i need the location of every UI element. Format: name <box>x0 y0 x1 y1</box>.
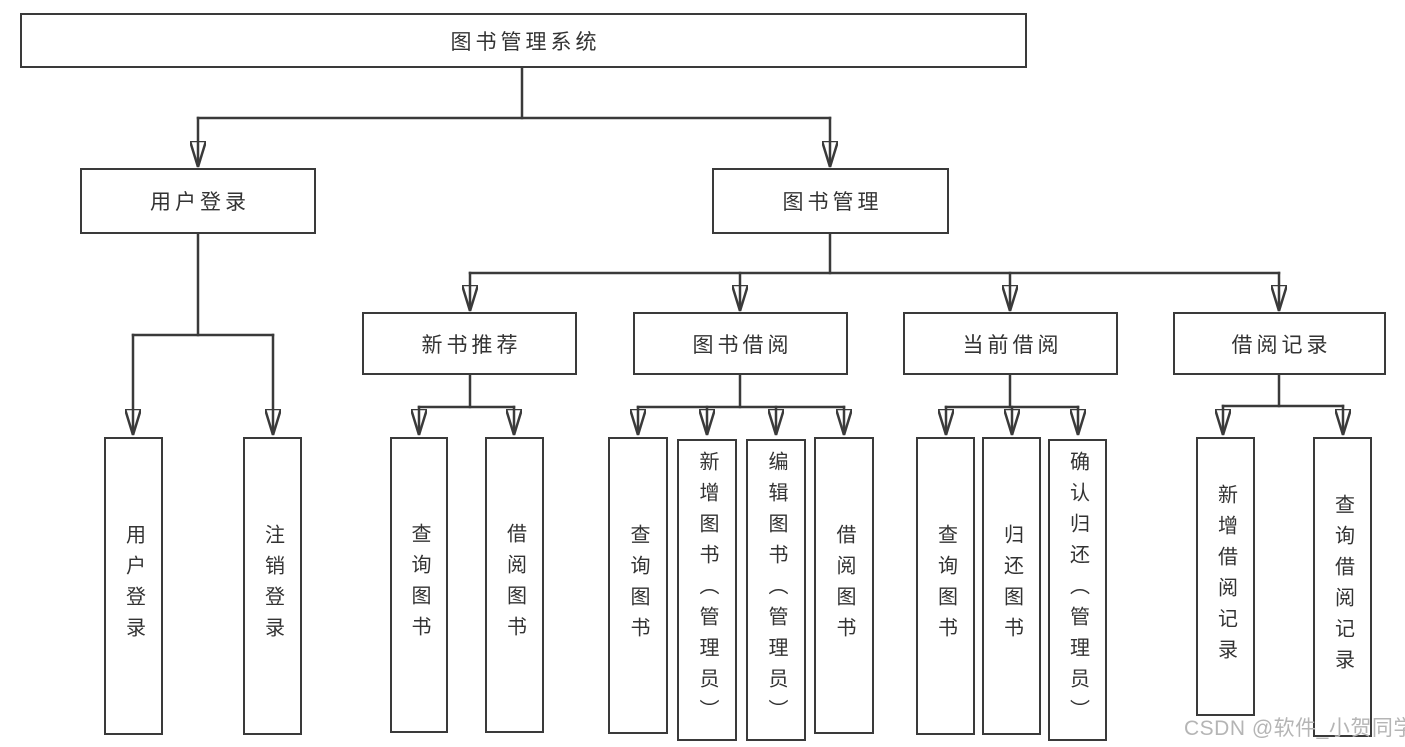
leaf-return-books: 归还图书 <box>982 437 1041 735</box>
node-label: 图书管理系统 <box>450 30 601 54</box>
leaf-label: 注销登录 <box>261 524 284 648</box>
leaf-add-borrow-record: 新增借阅记录 <box>1196 437 1255 716</box>
node-label: 借阅记录 <box>1231 333 1332 357</box>
leaf-label: 编辑图书（管理员） <box>765 450 787 730</box>
leaf-borrow-books: 借阅图书 <box>814 437 874 734</box>
leaf-confirm-return-admin: 确认归还（管理员） <box>1048 439 1107 741</box>
connector-root-to-level2 <box>198 65 830 168</box>
leaf-label: 借阅图书 <box>833 523 855 648</box>
csdn-watermark: CSDN @软件_小贺同学 <box>1184 717 1405 740</box>
leaf-label: 确认归还（管理员） <box>1066 450 1089 730</box>
node-root: 图书管理系统 <box>20 13 1027 68</box>
leaf-label: 查询图书 <box>408 523 430 647</box>
leaf-label: 用户登录 <box>122 524 145 648</box>
node-current-borrowing: 当前借阅 <box>903 312 1118 375</box>
node-borrowing-records: 借阅记录 <box>1173 312 1386 375</box>
leaf-borrow-books-recommend: 借阅图书 <box>485 437 544 733</box>
leaf-query-borrow-record: 查询借阅记录 <box>1313 437 1372 737</box>
node-label: 新书推荐 <box>421 333 522 357</box>
node-label: 图书管理 <box>782 191 883 214</box>
connector-book-borrow-children <box>638 373 844 436</box>
node-book-borrowing: 图书借阅 <box>633 312 848 375</box>
node-label: 当前借阅 <box>962 333 1063 357</box>
leaf-logout: 注销登录 <box>243 437 302 735</box>
leaf-query-books-current: 查询图书 <box>916 437 975 735</box>
connector-user-login-children <box>133 232 273 436</box>
leaf-label: 归还图书 <box>1000 524 1023 648</box>
leaf-edit-books-admin: 编辑图书（管理员） <box>746 439 806 741</box>
node-new-book-recommendation: 新书推荐 <box>362 312 577 375</box>
leaf-user-login: 用户登录 <box>104 437 163 735</box>
leaf-add-books-admin: 新增图书（管理员） <box>677 439 737 741</box>
leaf-label: 查询图书 <box>627 523 649 648</box>
node-book-management: 图书管理 <box>712 168 949 234</box>
leaf-label: 查询借阅记录 <box>1331 494 1354 680</box>
node-user-login: 用户登录 <box>80 168 316 234</box>
connector-new-book-children <box>419 373 514 436</box>
leaf-query-books-recommend: 查询图书 <box>390 437 448 733</box>
leaf-label: 查询图书 <box>934 524 957 648</box>
leaf-label: 新增图书（管理员） <box>696 450 718 730</box>
connector-book-management-children <box>470 232 1279 312</box>
leaf-label: 借阅图书 <box>503 523 526 647</box>
leaf-label: 新增借阅记录 <box>1214 483 1237 670</box>
leaf-query-books-borrow: 查询图书 <box>608 437 668 734</box>
connector-borrow-records-children <box>1223 373 1343 436</box>
node-label: 用户登录 <box>150 191 250 214</box>
connector-current-borrow-children <box>946 373 1078 436</box>
node-label: 图书借阅 <box>692 333 793 357</box>
